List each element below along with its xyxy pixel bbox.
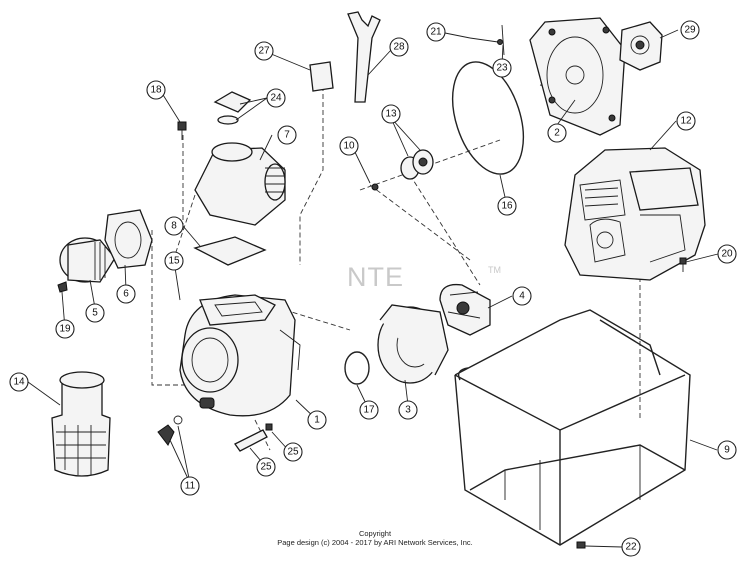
svg-text:8: 8 xyxy=(171,221,177,232)
inlet-flange xyxy=(104,209,153,269)
priming-cap xyxy=(213,91,252,125)
svg-text:23: 23 xyxy=(496,63,508,74)
svg-text:19: 19 xyxy=(59,324,71,335)
svg-text:27: 27 xyxy=(258,46,270,57)
callout-25-a: 25 xyxy=(256,457,276,477)
fasteners xyxy=(57,24,687,549)
svg-text:25: 25 xyxy=(260,462,272,473)
svg-text:24: 24 xyxy=(270,93,282,104)
callout-5: 5 xyxy=(85,303,105,323)
engine xyxy=(564,147,706,281)
callout-20: 20 xyxy=(717,244,737,264)
wrench xyxy=(347,11,381,103)
svg-text:3: 3 xyxy=(405,405,411,416)
callout-10: 10 xyxy=(339,136,359,156)
svg-text:28: 28 xyxy=(393,42,405,53)
svg-text:11: 11 xyxy=(185,481,196,492)
svg-text:13: 13 xyxy=(385,109,397,120)
callout-14: 14 xyxy=(9,372,29,392)
svg-text:1: 1 xyxy=(314,415,320,426)
callout-13: 13 xyxy=(381,104,401,124)
frame xyxy=(454,309,691,546)
svg-text:15: 15 xyxy=(168,256,180,267)
svg-text:12: 12 xyxy=(680,116,692,127)
svg-text:9: 9 xyxy=(724,445,730,456)
svg-text:14: 14 xyxy=(13,377,25,388)
callout-19: 19 xyxy=(55,319,75,339)
svg-text:10: 10 xyxy=(343,141,355,152)
svg-text:6: 6 xyxy=(123,289,129,300)
suction-strainer xyxy=(51,371,111,477)
pin xyxy=(371,183,379,191)
svg-text:21: 21 xyxy=(430,27,442,38)
impeller xyxy=(439,283,491,336)
page-design-credit: Page design (c) 2004 - 2017 by ARI Netwo… xyxy=(277,538,473,547)
callout-8: 8 xyxy=(164,216,184,236)
callout-28: 28 xyxy=(389,37,409,57)
callout-3: 3 xyxy=(398,400,418,420)
callout-9: 9 xyxy=(717,440,737,460)
callout-16: 16 xyxy=(497,196,517,216)
gasket-ring xyxy=(451,61,525,175)
callout-12: 12 xyxy=(676,111,696,131)
watermark-logo: NTE xyxy=(347,262,404,292)
pump-casing xyxy=(179,294,301,417)
drain-plate xyxy=(309,61,334,92)
callout-7: 7 xyxy=(277,125,297,145)
callout-18: 18 xyxy=(146,80,166,100)
callout-23: 23 xyxy=(492,58,512,78)
mechanical-seal xyxy=(400,149,434,180)
flange-gasket xyxy=(193,236,267,266)
svg-text:4: 4 xyxy=(519,291,525,302)
svg-text:18: 18 xyxy=(150,85,162,96)
callout-29: 29 xyxy=(680,20,700,40)
copyright-line: Copyright xyxy=(358,529,392,538)
svg-text:29: 29 xyxy=(684,25,696,36)
callout-24: 24 xyxy=(266,88,286,108)
callout-11: 11 xyxy=(180,476,200,496)
svg-text:17: 17 xyxy=(363,405,375,416)
callout-21: 21 xyxy=(426,22,446,42)
volute xyxy=(377,304,449,384)
callout-2: 2 xyxy=(547,123,567,143)
callout-22: 22 xyxy=(621,537,641,557)
callout-6: 6 xyxy=(116,284,136,304)
svg-text:5: 5 xyxy=(92,308,98,319)
watermark-trademark: TM xyxy=(488,265,501,275)
svg-text:22: 22 xyxy=(625,542,637,553)
callout-27: 27 xyxy=(254,41,274,61)
o-ring xyxy=(344,351,370,385)
discharge-elbow xyxy=(194,142,286,226)
svg-text:16: 16 xyxy=(501,201,513,212)
small-housing xyxy=(619,21,663,71)
svg-text:2: 2 xyxy=(554,128,560,139)
inlet-cover xyxy=(59,237,116,283)
svg-text:20: 20 xyxy=(721,249,733,260)
callout-25-b: 25 xyxy=(283,442,303,462)
callout-17: 17 xyxy=(359,400,379,420)
callout-4: 4 xyxy=(512,286,532,306)
copyright-footer: Copyright Page design (c) 2004 - 2017 by… xyxy=(0,529,750,547)
callout-15: 15 xyxy=(164,251,184,271)
svg-text:7: 7 xyxy=(284,130,290,141)
bolt xyxy=(234,423,273,452)
callout-1: 1 xyxy=(307,410,327,430)
svg-text:25: 25 xyxy=(287,447,299,458)
back-plate xyxy=(529,17,626,136)
